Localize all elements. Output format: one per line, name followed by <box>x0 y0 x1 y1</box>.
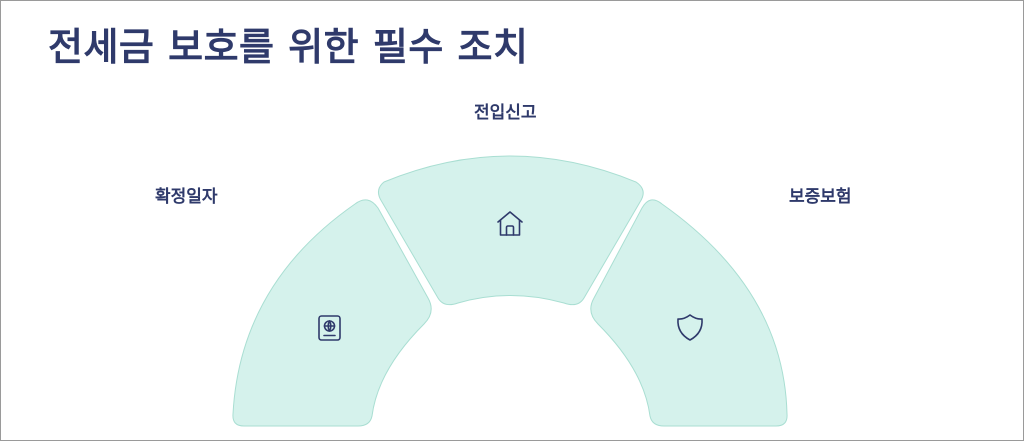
segment-guarantee-insurance[interactable] <box>590 199 788 427</box>
segment-label-confirmed-date: 확정일자 <box>155 187 218 207</box>
segment-move-in-report[interactable] <box>378 155 644 306</box>
home-icon <box>497 211 523 236</box>
shield-icon <box>677 314 703 341</box>
segment-label-guarantee-insurance: 보증보험 <box>789 187 852 207</box>
segment-confirmed-date[interactable] <box>232 199 432 427</box>
page-title: 전세금 보호를 위한 필수 조치 <box>48 25 529 69</box>
passport-icon <box>318 315 341 341</box>
segment-label-move-in-report: 전입신고 <box>474 103 537 123</box>
